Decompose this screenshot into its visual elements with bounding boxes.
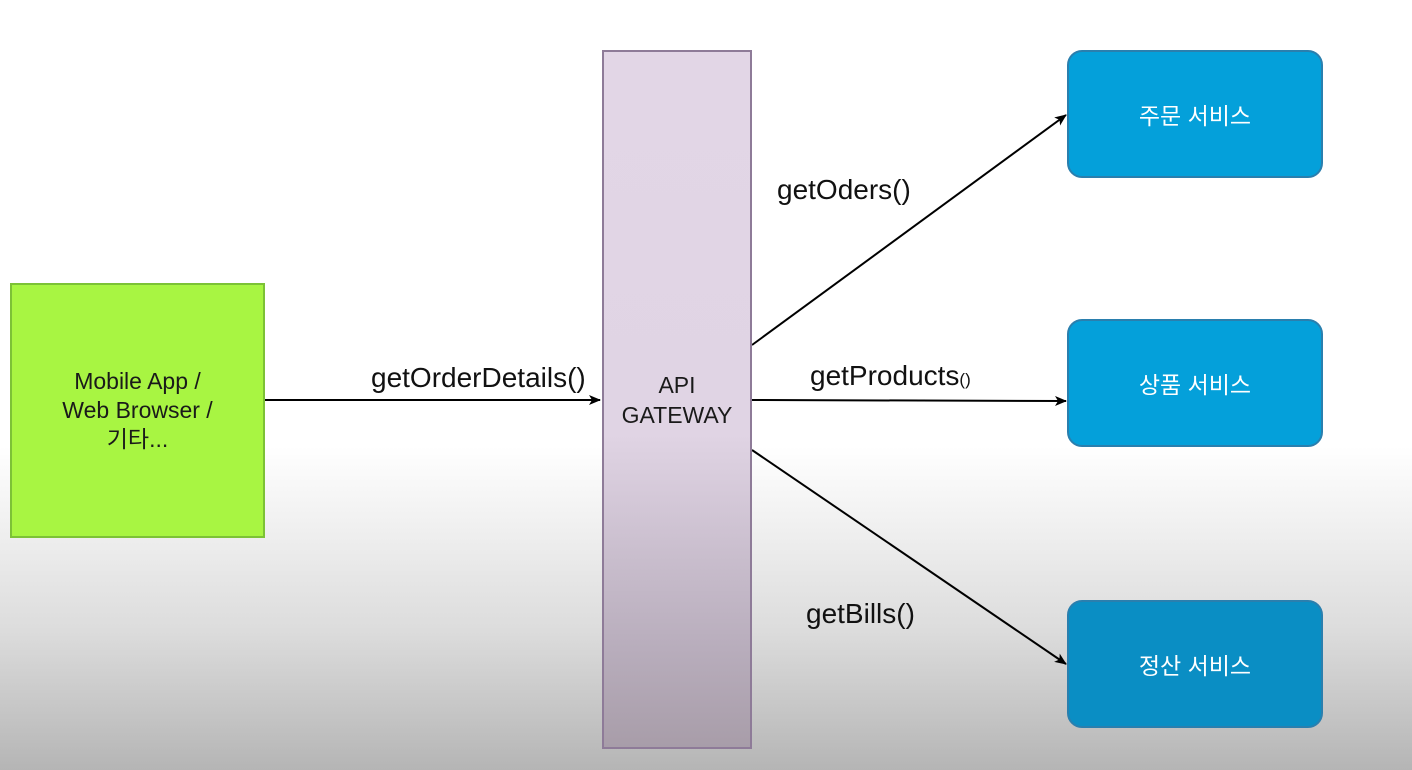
client-line-1: Mobile App / bbox=[74, 368, 201, 394]
call-label-get-orders: getOders() bbox=[777, 174, 911, 205]
call-label-get-bills: getBills() bbox=[806, 598, 915, 629]
arrow-gateway-to-product-service bbox=[751, 395, 1067, 406]
order-service-box: 주문 서비스 bbox=[1067, 50, 1323, 178]
call-label-get-products-name: getProducts bbox=[810, 360, 960, 391]
gateway-line-2: GATEWAY bbox=[621, 402, 733, 428]
product-service-label: 상품 서비스 bbox=[1138, 372, 1252, 398]
billing-service-box: 정산 서비스 bbox=[1067, 600, 1323, 728]
api-gateway-box: API GATEWAY bbox=[602, 50, 752, 749]
arrow-gateway-to-order-service bbox=[751, 114, 1067, 346]
call-label-get-products: getProducts() bbox=[810, 360, 971, 392]
arrow-gateway-to-billing-service bbox=[751, 449, 1067, 665]
call-label-get-products-parens: () bbox=[959, 370, 971, 389]
gateway-line-1: API bbox=[658, 372, 696, 398]
product-service-box: 상품 서비스 bbox=[1067, 319, 1323, 447]
client-line-2: Web Browser / bbox=[62, 397, 213, 423]
order-service-label: 주문 서비스 bbox=[1138, 103, 1252, 129]
call-label-get-order-details: getOrderDetails() bbox=[371, 362, 586, 393]
client-box: Mobile App / Web Browser / 기타... bbox=[10, 283, 265, 538]
client-line-3: 기타... bbox=[106, 426, 169, 452]
billing-service-label: 정산 서비스 bbox=[1138, 653, 1252, 679]
